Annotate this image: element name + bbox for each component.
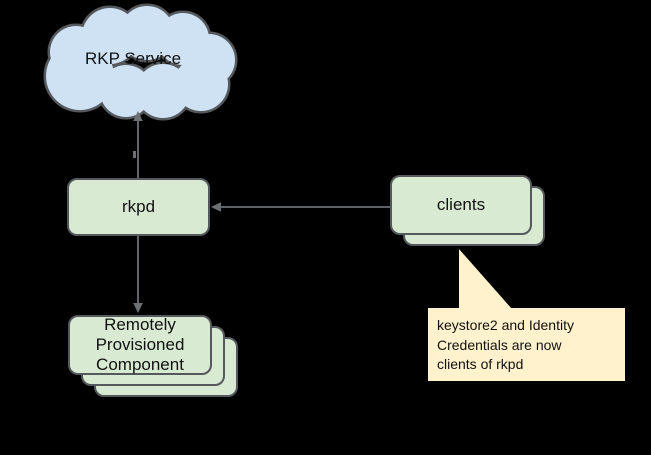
connector-rkpd-to-cloud xyxy=(133,111,143,178)
rkp-service-label: RKP Service xyxy=(84,49,182,68)
callout-text-line: keystore2 and Identity xyxy=(437,317,574,333)
clients-node: clients xyxy=(390,175,532,235)
callout-tail xyxy=(459,249,512,309)
callout-text-line: clients of rkpd xyxy=(437,356,524,372)
connector-rkpd-to-component xyxy=(133,236,143,313)
callout-text-line: Credentials are now xyxy=(437,336,562,353)
callout-bubble: keystore2 and Identity Credentials are n… xyxy=(428,308,625,381)
connector-clients-to-rkpd xyxy=(211,202,390,212)
rpc-label-line: Component xyxy=(96,355,184,374)
rkpd-node: rkpd xyxy=(67,178,210,236)
arrowhead-down xyxy=(133,303,143,313)
rpc-label: Remotely Provisioned Component xyxy=(70,315,210,374)
arrowhead-up xyxy=(133,111,143,121)
rkpd-label: rkpd xyxy=(121,197,156,216)
rpc-label-line: Remotely xyxy=(104,315,176,334)
rpc-label-line: Provisioned xyxy=(95,335,185,354)
rkp-service-cloud xyxy=(43,3,238,121)
rpc-node: Remotely Provisioned Component xyxy=(68,315,212,375)
arrowhead-left xyxy=(211,202,221,212)
clients-label: clients xyxy=(436,195,486,214)
